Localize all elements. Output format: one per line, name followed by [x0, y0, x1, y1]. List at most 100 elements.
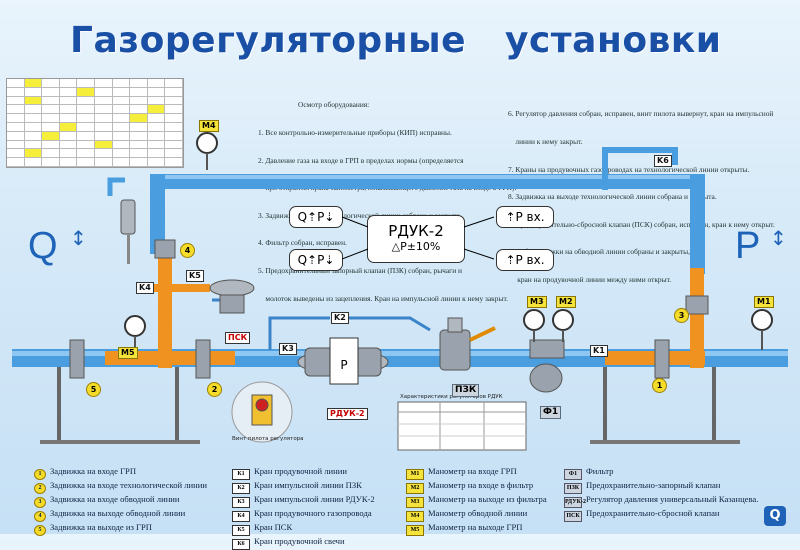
table-cell	[42, 87, 60, 97]
table-cell	[77, 114, 95, 123]
valve-marker-2: 2	[207, 382, 222, 397]
support	[57, 367, 61, 442]
valve-marker-1: 1	[652, 378, 667, 393]
title-part-2: установки	[505, 20, 722, 61]
tag-rduk: РДУК-2	[327, 408, 368, 420]
table-cell	[147, 79, 166, 88]
note-line: 7. Краны на продувочных газопроводах на …	[508, 164, 750, 174]
note-line: 1. Все контрольно-измерительные приборы …	[258, 128, 452, 138]
table-cell	[112, 105, 131, 115]
manometer-m1	[751, 309, 773, 350]
table-cell	[24, 140, 43, 150]
table-cell	[147, 140, 166, 150]
table-cell	[95, 158, 113, 167]
pipework-diagram: P	[12, 132, 788, 451]
support	[603, 367, 607, 442]
table-cell	[24, 96, 43, 106]
table-cell	[95, 79, 113, 88]
table-cell	[95, 114, 113, 123]
table-cell	[130, 96, 148, 106]
bypass-left-orange	[158, 250, 172, 368]
p-in-box-1: ⇡P вх.	[496, 206, 554, 228]
table-cell	[130, 114, 148, 123]
q-arrows-icon: ↕	[70, 226, 87, 250]
table-cell	[165, 79, 183, 88]
psk-housing	[219, 294, 245, 314]
tag-m2: M2	[556, 296, 576, 308]
note-line: кран на продувочной линии между ними отк…	[508, 275, 672, 285]
table-cell	[130, 87, 148, 97]
table-cell	[24, 114, 43, 123]
table-cell	[24, 87, 43, 97]
table-cell	[95, 149, 113, 159]
pressure-p-label: P	[735, 225, 761, 267]
table-cell	[77, 158, 95, 167]
table-cell	[42, 149, 60, 159]
table-cell	[77, 96, 95, 106]
note-line: 2. Давление газа на входе в ГРП в предел…	[258, 155, 464, 165]
note-line: молоток выведены из зацепления. Кран на …	[258, 293, 508, 303]
bypass-right-riser	[690, 174, 705, 274]
note-line: линии к нему закрыт.	[508, 137, 583, 147]
table-cell	[165, 96, 183, 106]
tag-m3: M3	[527, 296, 547, 308]
rduk-center-box: РДУК-2 △P±10%	[367, 215, 465, 263]
table-cell	[130, 149, 148, 159]
floor-right	[590, 440, 740, 444]
table-cell	[130, 131, 148, 141]
parameters-table	[6, 78, 184, 168]
valve-marker-3: 3	[674, 308, 689, 323]
table-cell	[165, 131, 183, 141]
table-cell	[147, 131, 166, 141]
bypass-right-orange	[690, 268, 704, 368]
q-p-box-1: Q⇡P⇣	[289, 206, 343, 228]
table-cell	[7, 123, 25, 132]
tag-k4: K4	[136, 282, 154, 294]
rduk-p-symbol: P	[340, 358, 347, 372]
tag-k6: K6	[654, 155, 672, 167]
table-cell	[112, 158, 131, 167]
table-cell	[112, 123, 131, 132]
table-cell	[165, 123, 183, 132]
pzk-body	[439, 329, 471, 371]
rduk-window	[329, 337, 359, 385]
tag-k5: K5	[186, 270, 204, 282]
table-cell	[77, 105, 95, 115]
table-cell	[147, 96, 166, 106]
valve-3-body	[685, 295, 709, 315]
table-cell	[77, 131, 95, 141]
table-cell	[59, 158, 78, 167]
table-cell	[7, 158, 25, 167]
manometer-m2	[552, 309, 574, 342]
valve-2-body	[195, 339, 211, 379]
main-pipe-highlight	[12, 351, 788, 356]
table-cell	[130, 105, 148, 115]
note-line: 4. Фильтр собран, исправен.	[258, 238, 347, 248]
table-cell	[24, 123, 43, 132]
q-p-box-2: Q⇡P⇣	[289, 249, 343, 271]
table-cell	[130, 123, 148, 132]
filter-top	[529, 339, 565, 359]
table-cell	[112, 140, 131, 150]
rduk-name: РДУК-2	[388, 222, 444, 240]
table-cell	[7, 96, 25, 106]
table-cell	[24, 158, 43, 167]
table-cell	[7, 149, 25, 159]
pzk-top	[447, 317, 463, 333]
publisher-logo: Q	[764, 506, 786, 526]
table-cell	[42, 131, 60, 141]
char-table-title: Характеристики регуляторов РДУК	[400, 394, 503, 400]
table-cell	[77, 123, 95, 132]
legend-item: РДУК-2Регулятор давления универсальный К…	[564, 494, 758, 508]
table-cell	[59, 105, 78, 115]
bypass-left-riser	[150, 174, 165, 254]
manometer-m4	[196, 132, 218, 170]
manometer-m5	[124, 315, 146, 350]
